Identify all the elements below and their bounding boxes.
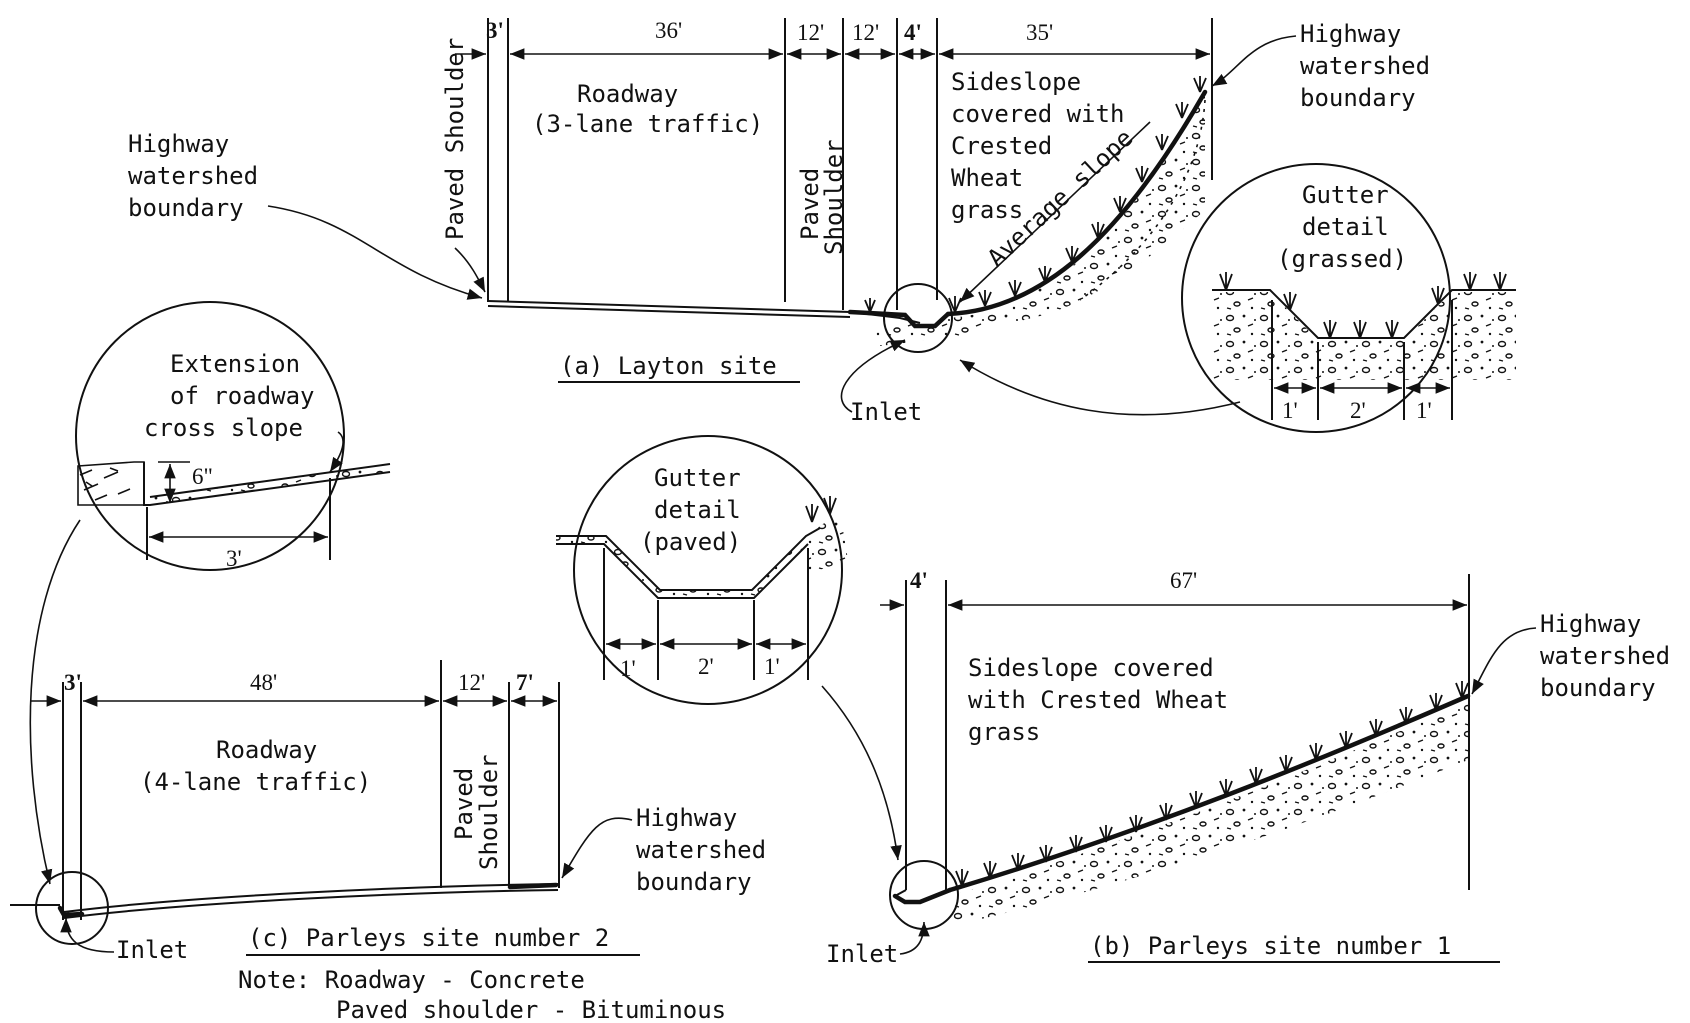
layton-sideslope-5: grass [951,196,1023,224]
parleys2-watershed-1: Highway [636,804,737,832]
layton-watershed-left-3: boundary [128,194,244,222]
layton-sideslope-2: covered with [951,100,1124,128]
layton-gutter-detail-3: (grassed) [1277,245,1407,273]
parleys1-caption: (b) Parleys site number 1 [1090,932,1451,960]
layton-watershed-left-1: Highway [128,130,229,158]
parleys1-gutter-detail-1: Gutter [654,464,741,492]
parleys2-inlet-circle [35,871,109,945]
parleys1-sideslope-1: Sideslope covered [968,654,1214,682]
parleys1-inlet-circle [889,860,959,930]
parleys1-gutter-dim-1: 1' [620,656,636,681]
layton-dim-12ft-a: 12' [797,20,824,45]
layton-dim-36ft: 36' [655,18,682,43]
layton-sideslope-4: Wheat [951,164,1023,192]
parleys2-ext-dim-6in: 6" [192,464,213,489]
parleys2-dim-7ft: 7' [516,670,534,695]
parleys2-dim-3ft: 3' [64,670,82,695]
parleys2-dim-48ft: 48' [250,670,277,695]
parleys2-extension-2: of roadway [170,382,315,410]
parleys2-roadway-traffic: (4-lane traffic) [140,768,371,796]
parleys2-ext-dim-3ft: 3' [226,546,242,571]
layton-caption: (a) Layton site [560,352,777,380]
layton-gutter-dim-2: 2' [1350,398,1366,423]
parleys1-gutter-detail-3: (paved) [640,528,741,556]
parleys2-roadway-label: Roadway [216,736,317,764]
parleys1-inlet-label: Inlet [826,940,898,968]
layton-watershed-right-1: Highway [1300,20,1401,48]
layton-roadway-label: Roadway [577,80,678,108]
layton-gutter-detail-2: detail [1302,213,1389,241]
layton-sideslope-1: Sideslope [951,68,1081,96]
layton-gutter-dim-3: 1' [1416,398,1432,423]
layton-gutter-dim-1: 1' [1282,398,1298,423]
parleys2-paved-shoulder-2: Shoulder [475,754,503,870]
parleys2-dim-12ft: 12' [458,670,485,695]
parleys1-grass [955,681,1469,887]
layton-watershed-right-2: watershed [1300,52,1430,80]
parleys1-dim-67ft: 67' [1170,568,1197,593]
parleys1-sideslope-3: grass [968,718,1040,746]
parleys2-extension-1: Extension [170,350,300,378]
parleys2-extension-3: cross slope [144,414,303,442]
parleys1-gutter-dim-3: 1' [764,654,780,679]
layton-paved-shoulder-right-1: Paved [796,168,824,240]
note-line-2: Paved shoulder - Bituminous [336,996,726,1023]
layton-gutter-detail-1: Gutter [1302,181,1389,209]
layton-inlet-label: Inlet [850,398,922,426]
layton-sideslope-3: Crested [951,132,1052,160]
layton-paved-shoulder-right-2: Shoulder [820,139,848,255]
parleys2-paved-shoulder-1: Paved [450,768,478,840]
parleys1-watershed-1: Highway [1540,610,1641,638]
layton-watershed-left-2: watershed [128,162,258,190]
layton-paved-shoulder-left: Paved Shoulder [441,38,469,240]
layton-section: 3' 36' 12' 12' 4' 35' [128,18,1516,433]
layton-roadway-traffic: (3-lane traffic) [532,110,763,138]
layton-grass [864,76,1207,313]
layton-watershed-right-3: boundary [1300,84,1416,112]
parleys1-sideslope-2: with Crested Wheat [968,686,1228,714]
parleys2-watershed-3: boundary [636,868,752,896]
parleys1-watershed-2: watershed [1540,642,1670,670]
parleys2-section: Extension of roadway cross slope 6" 3' 3… [10,301,766,1023]
parleys2-watershed-2: watershed [636,836,766,864]
parleys2-inlet-label: Inlet [116,936,188,964]
layton-inlet-circle [883,283,953,353]
note-line-1: Note: Roadway - Concrete [238,966,585,994]
layton-dim-35ft: 35' [1026,20,1053,45]
parleys1-gutter-dim-2: 2' [698,654,714,679]
layton-dim-12ft-b: 12' [852,20,879,45]
layton-gutter-detail: Gutter detail (grassed) 1' [959,163,1516,433]
layton-dim-3ft: 3' [486,18,504,43]
parleys1-section: Gutter detail (paved) 1' 2' 1' 4' 67' [556,435,1670,968]
parleys1-watershed-3: boundary [1540,674,1656,702]
parleys1-dim-4ft: 4' [910,568,928,593]
parleys1-gutter-detail-2: detail [654,496,741,524]
layton-dim-4ft: 4' [904,20,922,45]
parleys2-caption: (c) Parleys site number 2 [248,924,609,952]
